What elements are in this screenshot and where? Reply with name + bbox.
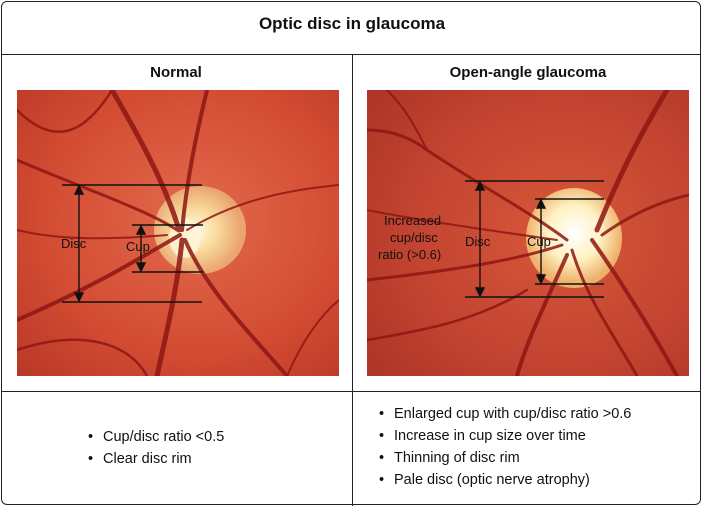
glaucoma-feature-item: Enlarged cup with cup/disc ratio >0.6 xyxy=(377,403,631,425)
normal-disc-label: Disc xyxy=(61,236,87,251)
glaucoma-features-list: Enlarged cup with cup/disc ratio >0.6 In… xyxy=(377,403,631,491)
figure-title: Optic disc in glaucoma xyxy=(258,14,446,33)
glaucoma-feature-item: Thinning of disc rim xyxy=(377,447,631,469)
normal-heading: Normal xyxy=(150,64,202,81)
glaucoma-cupdisc-label: cup/disc xyxy=(390,230,438,245)
glaucoma-disc-label: Disc xyxy=(465,234,491,249)
glaucoma-feature-item: Pale disc (optic nerve atrophy) xyxy=(377,469,631,491)
glaucoma-cup-label: Cup xyxy=(527,234,551,249)
title-divider xyxy=(1,54,701,55)
normal-feature-item: Cup/disc ratio <0.5 xyxy=(86,426,224,448)
glaucoma-heading: Open-angle glaucoma xyxy=(449,64,607,81)
glaucoma-fundus-image: Increased cup/disc ratio (>0.6) Disc Cup xyxy=(367,90,689,376)
glaucoma-feature-item: Increase in cup size over time xyxy=(377,425,631,447)
normal-feature-item: Clear disc rim xyxy=(86,448,224,470)
image-text-divider xyxy=(1,391,701,392)
glaucoma-increased-label: Increased xyxy=(384,213,441,228)
column-divider xyxy=(352,54,353,506)
normal-fundus-image: Disc Cup xyxy=(17,90,339,376)
normal-features-list: Cup/disc ratio <0.5 Clear disc rim xyxy=(86,426,224,470)
normal-cup-label: Cup xyxy=(126,239,150,254)
glaucoma-ratio-label: ratio (>0.6) xyxy=(378,247,441,262)
